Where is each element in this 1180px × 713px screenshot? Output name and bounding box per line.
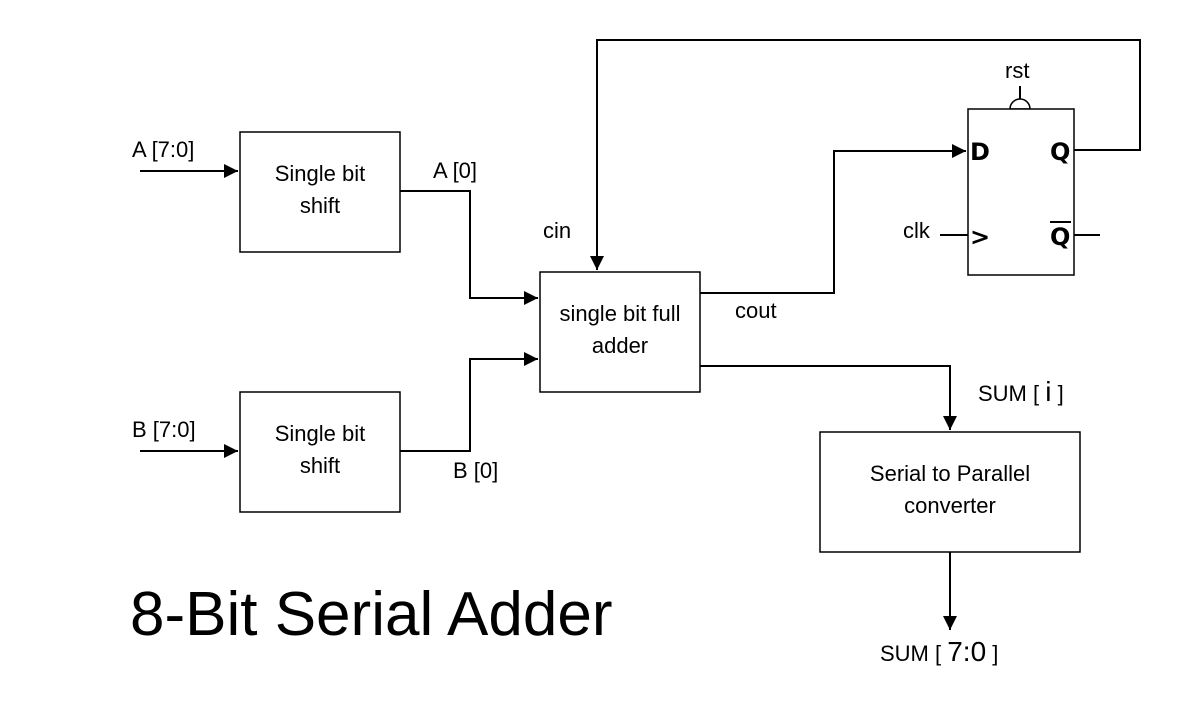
label-sum-out-prefix: SUM [ (880, 641, 947, 666)
rst-bubble (1009, 98, 1031, 110)
label-sum-i: SUM [ i ] (978, 376, 1064, 407)
wire-sum-to-converter (700, 365, 957, 430)
wire-q-feedback-to-cin (590, 39, 1141, 270)
shift-block-a: Single bit shift (239, 131, 401, 253)
full-adder-line2: adder (592, 333, 648, 358)
label-a-input: A [7:0] (132, 137, 194, 162)
label-sum-out: SUM [ 7:0 ] (880, 636, 998, 667)
converter-line1: Serial to Parallel (870, 461, 1030, 486)
shift-block-b-line2: shift (300, 453, 340, 478)
q-pin-label: Q (1050, 138, 1070, 166)
shift-block-a-line2: shift (300, 193, 340, 218)
label-sum-out-range: 7:0 (947, 636, 986, 667)
label-clk: clk (903, 218, 931, 243)
wire-b-bit-to-adder (400, 352, 538, 452)
label-sum-i-index: i (1045, 376, 1051, 407)
d-pin-label: D (970, 138, 990, 166)
shift-block-b-line1: Single bit (275, 421, 366, 446)
d-flip-flop: D Q Q > (967, 98, 1075, 276)
label-b-input: B [7:0] (132, 417, 196, 442)
qbar-pin-label: Q (1050, 223, 1070, 251)
full-adder-block: single bit full adder (539, 271, 701, 393)
converter-block: Serial to Parallel converter (819, 431, 1081, 553)
label-sum-i-suffix: ] (1051, 381, 1063, 406)
clock-symbol: > (970, 223, 990, 251)
label-b-bit: B [0] (453, 458, 498, 483)
diagram-title: 8-Bit Serial Adder (130, 580, 612, 649)
shift-block-b: Single bit shift (239, 391, 401, 513)
label-a-bit: A [0] (433, 158, 477, 183)
label-cin: cin (543, 218, 571, 243)
label-sum-i-prefix: SUM [ (978, 381, 1045, 406)
full-adder-line1: single bit full (559, 301, 680, 326)
shift-block-a-line1: Single bit (275, 161, 366, 186)
label-cout: cout (735, 298, 777, 323)
wire-a-bit-to-adder (400, 190, 538, 305)
wire-cout-to-d (700, 144, 966, 294)
label-sum-out-suffix: ] (986, 641, 998, 666)
label-rst: rst (1005, 58, 1029, 83)
converter-line2: converter (904, 493, 996, 518)
